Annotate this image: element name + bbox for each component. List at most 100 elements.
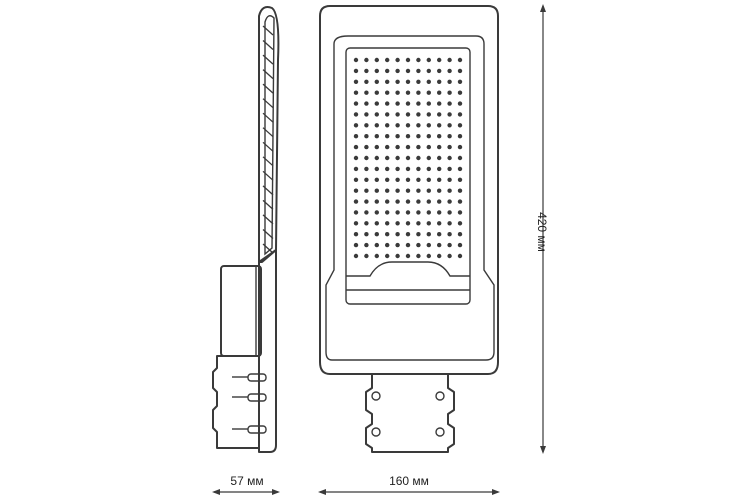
led-dot: [447, 57, 452, 63]
led-dot: [437, 79, 442, 85]
led-dot: [437, 242, 442, 248]
side-fin: [262, 40, 274, 50]
led-dot: [447, 242, 452, 248]
led-dot: [385, 188, 390, 193]
led-dot: [426, 232, 431, 237]
width-label: 160 мм: [389, 474, 429, 488]
side-fin: [262, 170, 274, 181]
led-dot: [457, 101, 463, 106]
led-dot: [457, 177, 463, 182]
led-dot: [447, 210, 452, 215]
led-dot: [426, 57, 431, 63]
led-dot: [447, 166, 452, 172]
led-dot: [385, 155, 390, 161]
led-dot: [416, 112, 421, 117]
dimension-depth: 57 мм: [212, 474, 280, 495]
led-dot: [437, 90, 442, 95]
led-dot: [447, 155, 452, 161]
led-dot: [405, 253, 411, 259]
led-dot: [405, 144, 411, 150]
front-housing-outline: [319, 5, 499, 375]
led-dot: [447, 177, 452, 182]
led-dot: [416, 188, 421, 193]
led-dot: [374, 101, 379, 106]
led-dot: [364, 210, 369, 215]
led-panel-bottom-contour: [346, 261, 470, 277]
led-dot: [426, 134, 431, 139]
led-dot: [374, 57, 379, 63]
led-dot: [437, 144, 442, 150]
height-label: 420 мм: [535, 212, 549, 252]
led-dot: [385, 123, 390, 128]
side-fin: [262, 141, 274, 152]
led-dot: [374, 166, 379, 172]
led-dot: [416, 253, 421, 259]
led-dot: [457, 90, 463, 95]
led-dot: [437, 112, 442, 117]
led-dot: [353, 232, 359, 237]
led-dot: [385, 57, 390, 63]
led-dot: [395, 199, 400, 204]
led-dot: [457, 210, 463, 215]
led-dot: [447, 123, 452, 128]
led-dot: [405, 57, 411, 63]
side-fin: [262, 54, 274, 65]
led-dot: [364, 166, 369, 172]
led-dot: [416, 101, 421, 106]
led-dot: [405, 134, 411, 139]
led-dot: [374, 155, 379, 161]
led-dot: [416, 221, 421, 226]
led-dot: [457, 57, 463, 63]
led-dot: [405, 112, 411, 117]
side-fin: [262, 25, 274, 36]
led-dot: [416, 155, 421, 161]
side-fin: [262, 112, 274, 123]
led-dot: [353, 144, 359, 150]
led-dot: [374, 134, 379, 139]
side-fin: [262, 214, 274, 225]
led-dot: [385, 177, 390, 182]
led-dot: [437, 253, 442, 259]
led-dot: [385, 144, 390, 150]
led-dot: [437, 123, 442, 128]
led-dot: [457, 188, 463, 193]
led-grid: [353, 57, 463, 259]
dimension-width: 160 мм: [318, 474, 500, 495]
led-dot: [395, 144, 400, 150]
led-dot: [364, 188, 369, 193]
led-dot: [426, 210, 431, 215]
front-view: [319, 5, 499, 453]
led-dot: [364, 79, 369, 85]
led-dot: [395, 79, 400, 85]
led-dot: [364, 155, 369, 161]
led-dot: [395, 112, 400, 117]
led-dot: [385, 134, 390, 139]
led-dot: [374, 144, 379, 150]
led-dot: [457, 221, 463, 226]
led-dot: [405, 68, 411, 74]
led-dot: [374, 253, 379, 259]
led-dot: [364, 134, 369, 139]
led-dot: [405, 242, 411, 248]
led-dot: [395, 242, 400, 248]
led-dot: [374, 199, 379, 204]
led-dot: [416, 144, 421, 150]
front-inner-rim: [325, 35, 495, 361]
led-dot: [353, 90, 359, 95]
depth-label: 57 мм: [230, 474, 263, 488]
led-dot: [395, 123, 400, 128]
led-dot: [385, 242, 390, 248]
led-dot: [426, 253, 431, 259]
led-dot: [364, 221, 369, 226]
led-dot: [374, 112, 379, 117]
led-dot: [395, 166, 400, 172]
led-dot: [405, 101, 411, 106]
led-dot: [395, 68, 400, 74]
led-dot: [426, 242, 431, 248]
led-dot: [405, 221, 411, 226]
led-dot: [374, 177, 379, 182]
led-dot: [416, 79, 421, 85]
led-dot: [457, 123, 463, 128]
led-dot: [374, 90, 379, 95]
